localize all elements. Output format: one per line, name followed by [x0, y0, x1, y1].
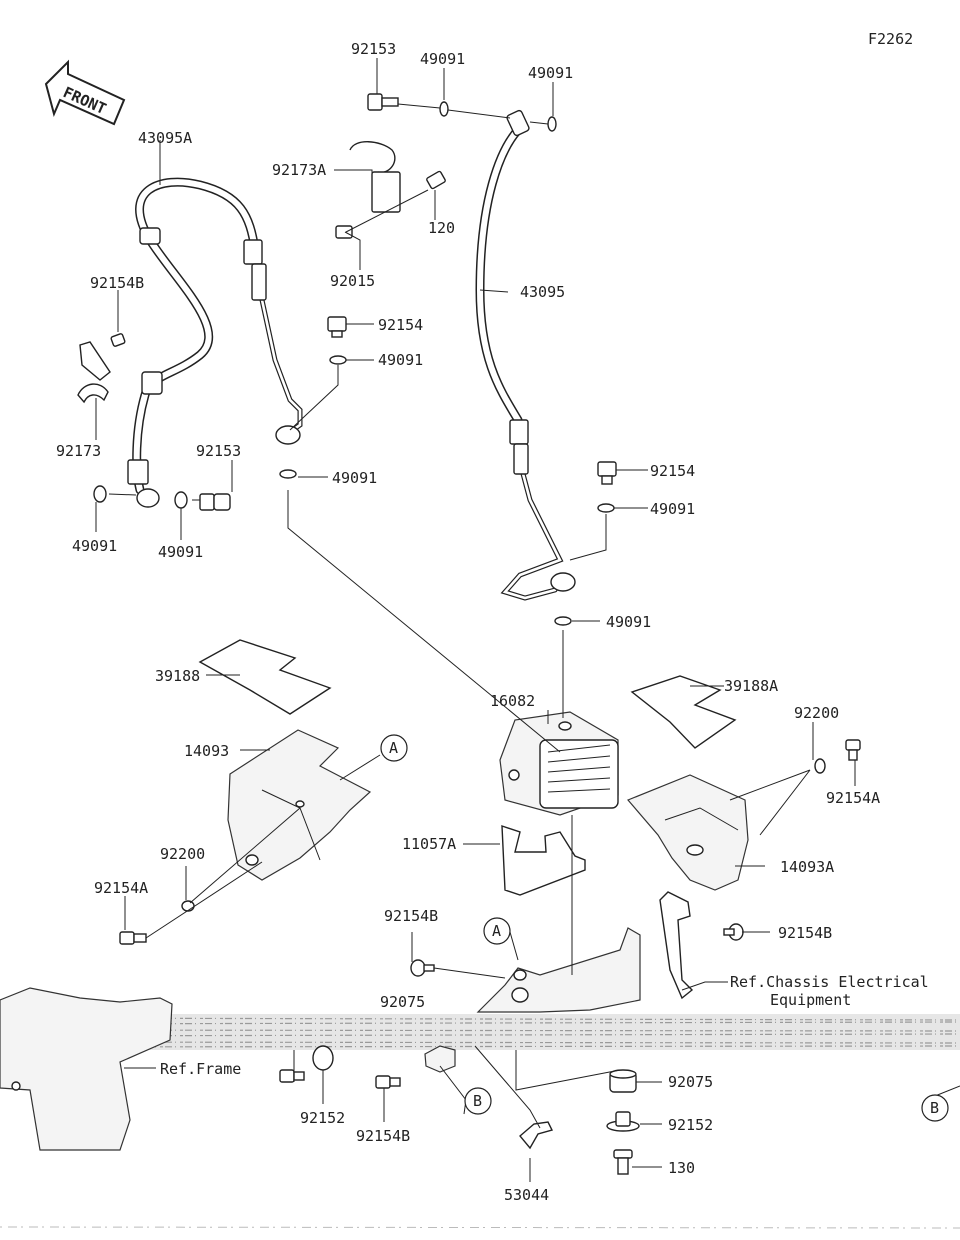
label-49091-left2: 49091: [158, 543, 203, 561]
part-labels: 92153 49091 49091 43095A 92173A 120 9201…: [56, 40, 929, 1204]
label-92154B-right: 92154B: [778, 924, 832, 942]
cover-14093: [227, 729, 372, 881]
label-92154B-left: 92154B: [90, 274, 144, 292]
bolt-120: [426, 170, 446, 190]
label-120: 120: [428, 219, 455, 237]
callout-a-mid-label: A: [492, 922, 501, 940]
label-49091-mid: 49091: [378, 351, 423, 369]
front-arrow-icon: FRONT: [44, 59, 126, 126]
label-chassis-ref-line2: Equipment: [770, 991, 851, 1009]
collar-92152-right: [606, 1111, 640, 1132]
label-130: 130: [668, 1159, 695, 1177]
bolt-92154B-right: [723, 923, 744, 941]
label-92154-mid: 92154: [378, 316, 423, 334]
callout-a-mid: A: [483, 917, 511, 945]
bolt-92154A-left: [119, 931, 147, 945]
label-92154A-left: 92154A: [94, 879, 148, 897]
label-16082: 16082: [490, 692, 535, 710]
banjo-bolt-92153-left: [199, 493, 231, 511]
bolt-92154A-right: [845, 739, 861, 761]
callout-b-bottom-label: B: [473, 1092, 482, 1110]
label-frame-ref: Ref.Frame: [160, 1060, 241, 1078]
label-49091-right2: 49091: [606, 613, 651, 631]
washer-92200-right: [814, 758, 826, 774]
cover-14093A: [627, 774, 749, 891]
label-92200-left: 92200: [160, 845, 205, 863]
label-92152-right: 92152: [668, 1116, 713, 1134]
collar-92152-left: [312, 1045, 334, 1071]
label-92173: 92173: [56, 442, 101, 460]
bolt-92154-right: [597, 461, 617, 485]
label-14093: 14093: [184, 742, 229, 760]
washer-49091-center: [279, 469, 297, 479]
bolt-92154B-left: [110, 333, 126, 347]
callout-b-bottom: B: [464, 1087, 492, 1115]
hose-43095A: [127, 177, 303, 508]
label-43095A: 43095A: [138, 129, 192, 147]
label-49091-center: 49091: [332, 469, 377, 487]
label-39188A: 39188A: [724, 677, 778, 695]
frame-part: [0, 987, 173, 1151]
hose-43095: [475, 109, 576, 601]
label-92075-left: 92075: [380, 993, 425, 1011]
bolt-130: [613, 1149, 633, 1175]
abs-unit-16082: [499, 711, 619, 816]
washer-49091-right1: [597, 503, 615, 513]
washer-49091-top1: [439, 101, 449, 117]
bracket-11057A: [501, 825, 586, 896]
label-11057A: 11057A: [402, 835, 456, 853]
label-chassis-ref-line1: Ref.Chassis Electrical: [730, 973, 929, 991]
washer-49091-mid: [329, 355, 347, 365]
label-92154A-right: 92154A: [826, 789, 880, 807]
label-92153-left: 92153: [196, 442, 241, 460]
bolt-92154B-mid: [410, 959, 435, 977]
bolt-92154B-bottom: [375, 1075, 401, 1089]
figure-code: F2262: [868, 30, 913, 48]
banjo-bolt-92153-top: [367, 93, 399, 111]
bolt-92154-mid: [327, 316, 347, 338]
bolt-92015: [335, 225, 353, 239]
clip-53044: [519, 1121, 554, 1150]
washer-49091-top2: [547, 116, 557, 132]
label-49091-top1: 49091: [420, 50, 465, 68]
washer-49091-right2: [554, 616, 572, 626]
label-92154B-mid: 92154B: [384, 907, 438, 925]
callout-b-right-label: B: [930, 1099, 939, 1117]
label-49091-left1: 49091: [72, 537, 117, 555]
clamp-92173A: [349, 141, 401, 213]
callout-a-top-label: A: [389, 739, 398, 757]
bolt-92154B-bottom-left: [279, 1069, 305, 1083]
abs-mounting-bracket: [476, 891, 694, 1013]
bracket-92075-left: [424, 1045, 456, 1073]
washer-49091-left1: [93, 485, 107, 503]
label-39188: 39188: [155, 667, 200, 685]
label-14093A: 14093A: [780, 858, 834, 876]
grommet-92075-right: [609, 1069, 637, 1093]
label-92075-right: 92075: [668, 1073, 713, 1091]
label-92173A: 92173A: [272, 161, 326, 179]
label-43095: 43095: [520, 283, 565, 301]
label-92153-top: 92153: [351, 40, 396, 58]
washer-49091-left2: [174, 491, 188, 509]
label-92154B-bottom: 92154B: [356, 1127, 410, 1145]
leader-lines: [95, 58, 960, 1182]
callout-a-top: A: [380, 734, 408, 762]
label-92152-left: 92152: [300, 1109, 345, 1127]
label-49091-top2: 49091: [528, 64, 573, 82]
label-92154-right: 92154: [650, 462, 695, 480]
pad-39188: [198, 639, 332, 715]
bracket-92173: [77, 341, 111, 404]
pad-39188A: [630, 675, 737, 749]
label-92015: 92015: [330, 272, 375, 290]
label-92200-right: 92200: [794, 704, 839, 722]
label-53044: 53044: [504, 1186, 549, 1204]
washer-92200-left: [181, 900, 195, 912]
callout-b-right: B: [921, 1094, 949, 1122]
label-49091-right1: 49091: [650, 500, 695, 518]
